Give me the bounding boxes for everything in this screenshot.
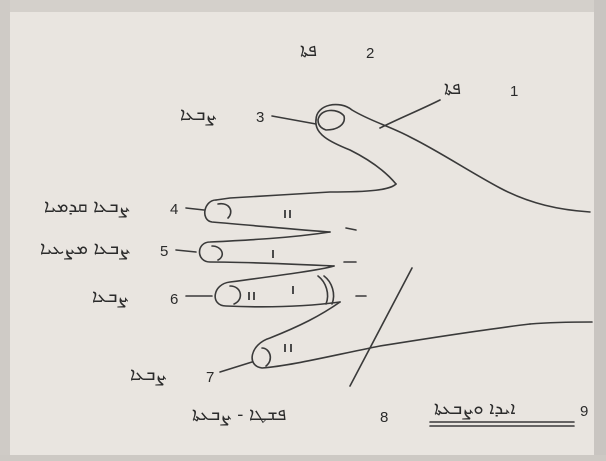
- finger-index: [204, 199, 331, 233]
- hand-back-edge: [215, 183, 397, 201]
- pointer-3: [271, 115, 317, 125]
- finger-ring-tip: [317, 275, 329, 305]
- page-edge-top: [0, 0, 606, 12]
- finger-ring-tip2: [323, 275, 335, 305]
- label-3-text: ܨܒܥܐ: [180, 104, 217, 125]
- label-5-number: 5: [160, 243, 169, 260]
- knuckle-line-1: [345, 227, 357, 231]
- finger-ring-nail: [229, 285, 242, 305]
- label-1-number: 1: [510, 83, 519, 100]
- label-2-number: 2: [366, 45, 375, 62]
- label-8-text: ܦܫܛܐ - ܨܒܥܬܐ: [192, 404, 287, 425]
- label-3-number: 3: [256, 109, 265, 126]
- pointer-1: [379, 99, 441, 129]
- hand-lower-edge: [529, 321, 593, 325]
- page-edge-bottom: [0, 455, 606, 461]
- label-9-number: 9: [580, 403, 589, 420]
- pointer-7: [219, 361, 253, 373]
- label-9-title: ܐܝܕܐ ܘܨܒܥܬܐ: [434, 398, 516, 419]
- pointer-8: [349, 267, 413, 387]
- thumbnail: [317, 109, 346, 131]
- label-6-number: 6: [170, 291, 179, 308]
- label-4-number: 4: [170, 201, 179, 218]
- page-edge-left: [0, 0, 10, 461]
- label-8-number: 8: [380, 409, 389, 426]
- finger-little-nail: [261, 347, 272, 367]
- label-5-text: ܨܒܥܐ ܡܨܥܝܐ: [40, 238, 131, 259]
- label-7-number: 7: [206, 369, 215, 386]
- pointer-4: [185, 207, 205, 211]
- finger-middle: [198, 231, 335, 267]
- thumb-outline: [315, 103, 591, 213]
- label-6-text: ܨܒܥܐ: [92, 286, 129, 307]
- label-1-text: ܦܬܐ: [444, 78, 461, 99]
- finger-index-nail: [217, 202, 232, 219]
- thumb-inner: [315, 119, 397, 185]
- label-2-text: ܦܬܐ: [300, 40, 317, 61]
- finger-little: [251, 301, 531, 369]
- finger-middle-nail: [211, 245, 224, 261]
- pointer-5: [175, 249, 197, 253]
- label-7-text: ܨܒܥܐ: [130, 364, 167, 385]
- page-edge-right: [594, 0, 606, 461]
- finger-ring: [214, 265, 341, 308]
- label-4-text: ܨܒܥܐ ܩܕܡܝܐ: [44, 196, 130, 217]
